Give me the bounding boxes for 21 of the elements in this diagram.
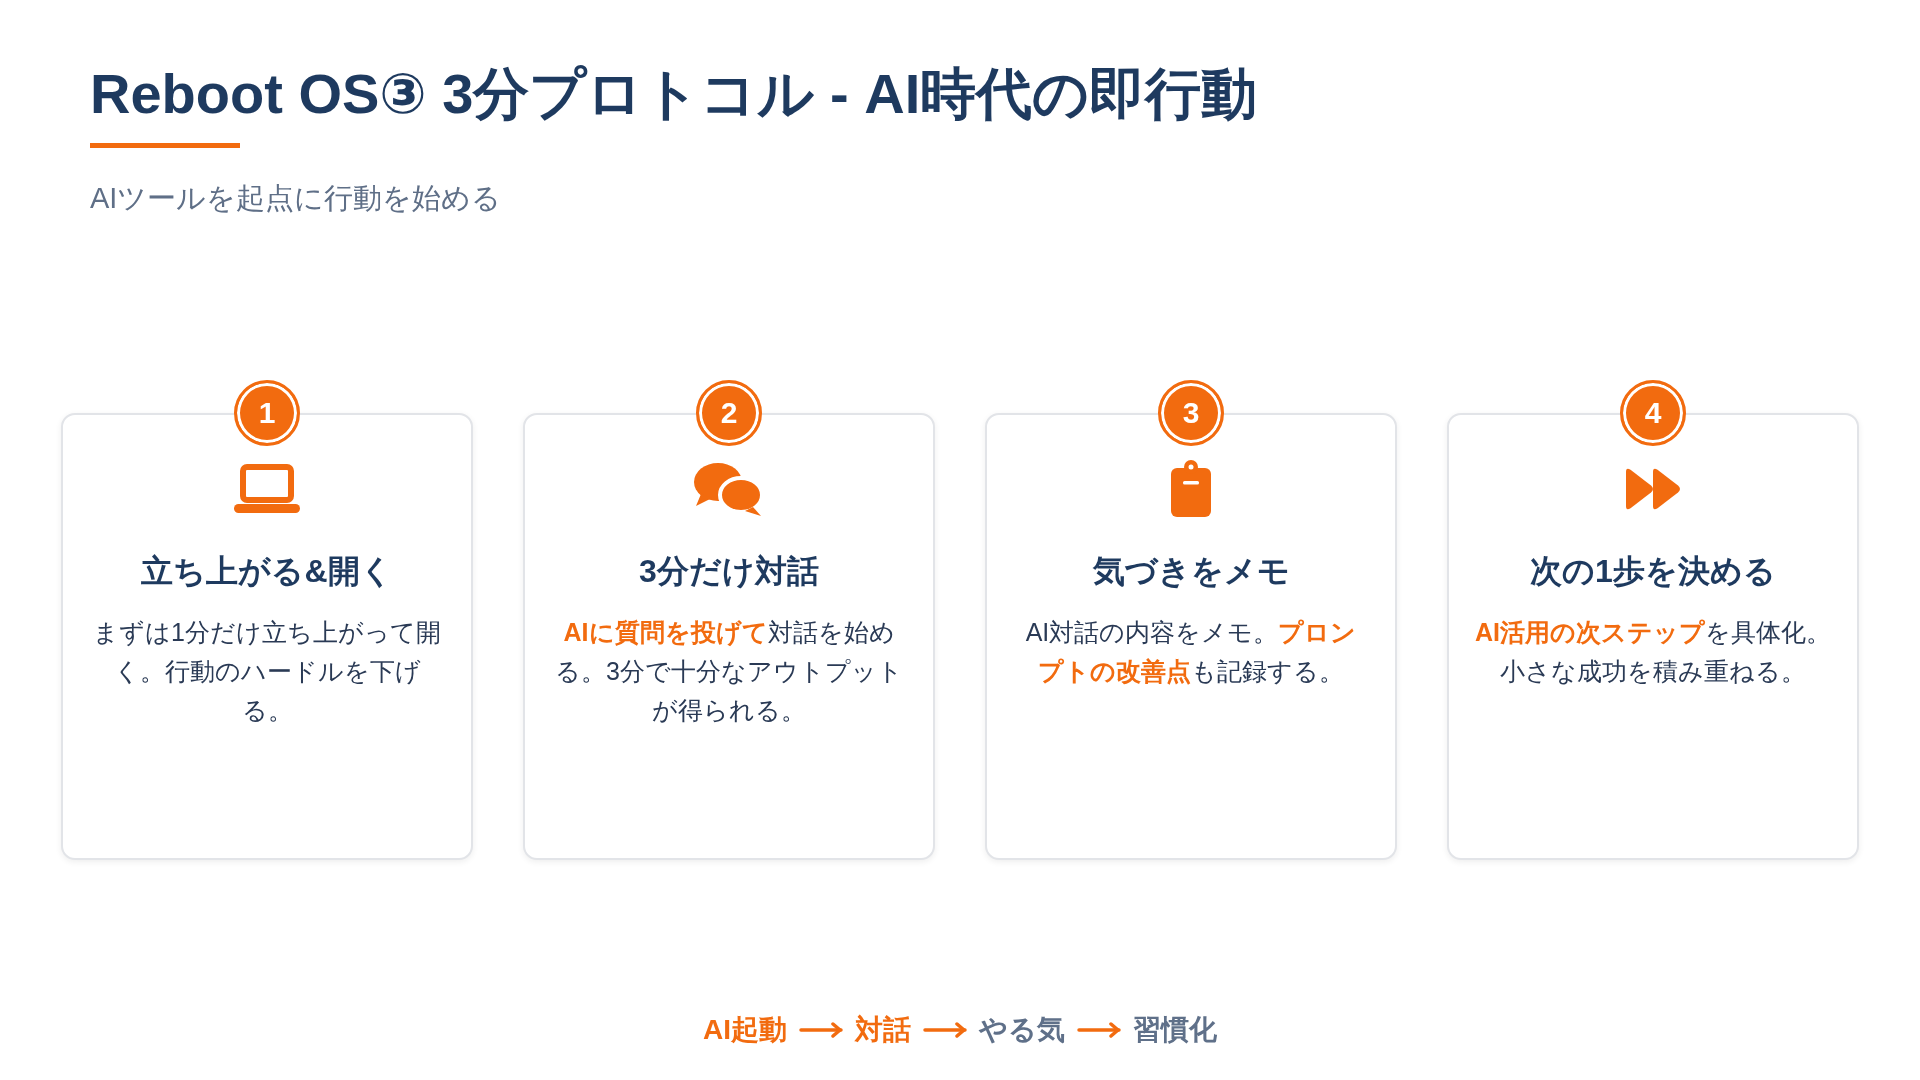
card-heading: 次の1歩を決める [1530,552,1776,591]
slide-title: Reboot OS③ 3分プロトコル - AI時代の即行動 [90,61,1258,127]
arrow [1077,1022,1121,1038]
card-description: AI対話の内容をメモ。プロンプトの改善点も記録する。 [1024,617,1358,687]
flow-step-text: 対話 [841,1010,925,1050]
step-number-badge: 1 [234,380,300,446]
subtitle: AIツールを起点に行動を始める [90,181,502,216]
card-description: AI活用の次ステップを具体化。小さな成功を積み重ねる。 [1475,617,1831,687]
flow-step-text: AI起動 [689,1010,801,1050]
card-description: まずは1分だけ立ち上がって開く。行動のハードルを下げる。 [92,617,442,726]
flow-step-text: やる気 [965,1010,1079,1050]
step-number-badge: 2 [696,380,762,446]
card-heading: 立ち上がる&開く [141,552,393,591]
card-description: AIに質問を投げて対話を始める。3分で十分なアウトプットが得られる。 [554,617,904,726]
step-number-badge: 4 [1620,380,1686,446]
card-heading: 気づきをメモ [1092,552,1290,591]
arrow [923,1022,967,1038]
step-number-badge: 3 [1158,380,1224,446]
arrow [799,1022,843,1038]
flow-step-text: 習慣化 [1119,1010,1231,1050]
card-heading: 3分だけ対話 [639,552,819,591]
